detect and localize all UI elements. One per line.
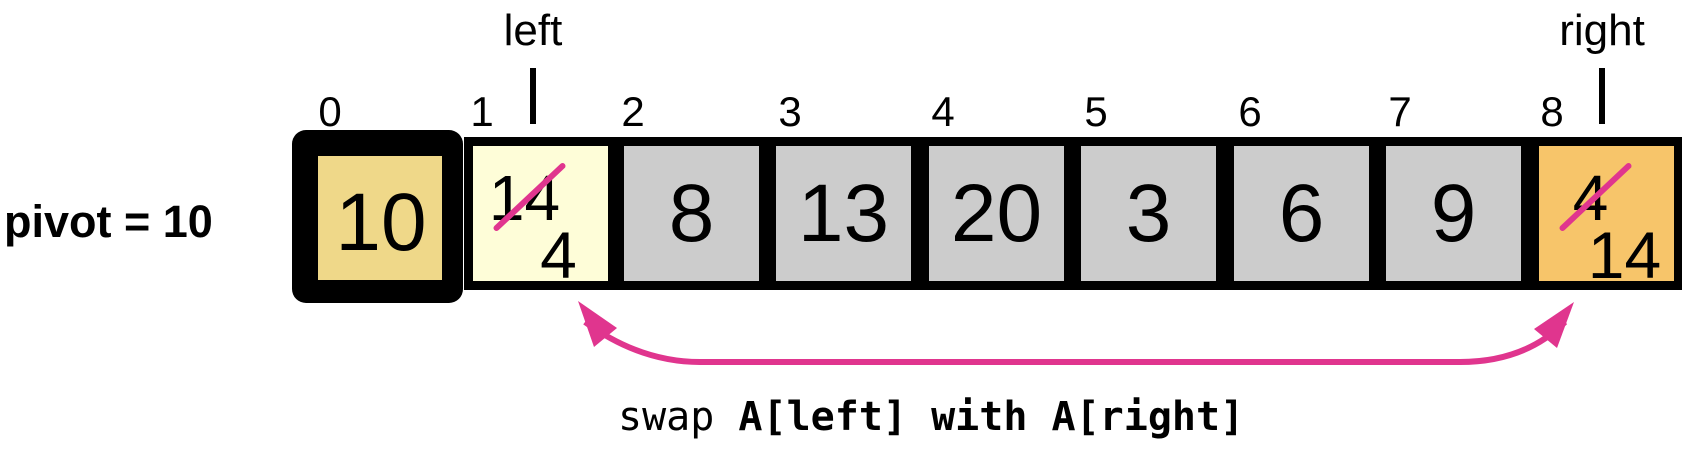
cell-value-7: 9 (1431, 168, 1477, 259)
cell-fill-6 (1234, 146, 1369, 281)
cell-value-2: 8 (669, 168, 715, 259)
cell-new-value-8: 14 (1588, 218, 1661, 292)
index-label-4: 4 (931, 88, 954, 135)
cell-value-3: 13 (798, 168, 889, 259)
cell-fill-5 (1081, 146, 1216, 281)
cell-fill-7 (1386, 146, 1521, 281)
cell-value-0: 10 (335, 177, 426, 268)
index-label-0: 0 (318, 88, 341, 135)
array-cell-0: 10 (292, 130, 463, 303)
index-label-6: 6 (1238, 88, 1261, 135)
index-label-5: 5 (1084, 88, 1107, 135)
swap-arrow (578, 301, 1574, 365)
cell-new-value-1: 4 (540, 218, 577, 292)
array-cell-2: 8 (624, 146, 759, 281)
index-label-1: 1 (470, 88, 493, 135)
pivot-label: pivot = 10 (4, 196, 213, 247)
strike-mark-1 (493, 163, 566, 231)
array-cell-1: 144 (473, 146, 608, 292)
index-label-8: 8 (1540, 88, 1563, 135)
cell-fill-3 (776, 146, 911, 281)
cell-fill-4 (929, 146, 1064, 281)
array-cell-6: 6 (1234, 146, 1369, 281)
array-cell-3: 13 (776, 146, 911, 281)
index-label-2: 2 (621, 88, 644, 135)
strike-mark-8 (1559, 163, 1632, 231)
array-cell-5: 3 (1081, 146, 1216, 281)
index-label-7: 7 (1388, 88, 1411, 135)
swap-caption-bold: A[left] with A[right] (738, 394, 1244, 440)
swap-arrowhead-right (1534, 302, 1574, 348)
right-pointer-label: right (1559, 6, 1645, 55)
cell-value-5: 3 (1126, 168, 1172, 259)
index-label-3: 3 (778, 88, 801, 135)
cell-value-6: 6 (1279, 168, 1325, 259)
swap-arrow-curve (583, 319, 1568, 365)
swap-arrowhead-left (578, 301, 617, 347)
cell-fill-1 (473, 146, 608, 281)
array-cell-7: 9 (1386, 146, 1521, 281)
array-cells: 1014481320369414 (292, 130, 1682, 303)
array-cell-4: 20 (929, 146, 1064, 281)
swap-caption-prefix: swap (618, 394, 738, 440)
left-pointer-label: left (504, 6, 563, 55)
swap-caption: swap A[left] with A[right] (618, 394, 1244, 440)
cell-value-4: 20 (951, 168, 1042, 259)
pivot-cell-fill (318, 156, 442, 280)
array-cell-8: 414 (1539, 146, 1674, 292)
index-labels: 0 1 2 3 4 5 6 7 8 (318, 88, 1563, 135)
cell-fill-2 (624, 146, 759, 281)
cell-fill-8 (1539, 146, 1674, 281)
